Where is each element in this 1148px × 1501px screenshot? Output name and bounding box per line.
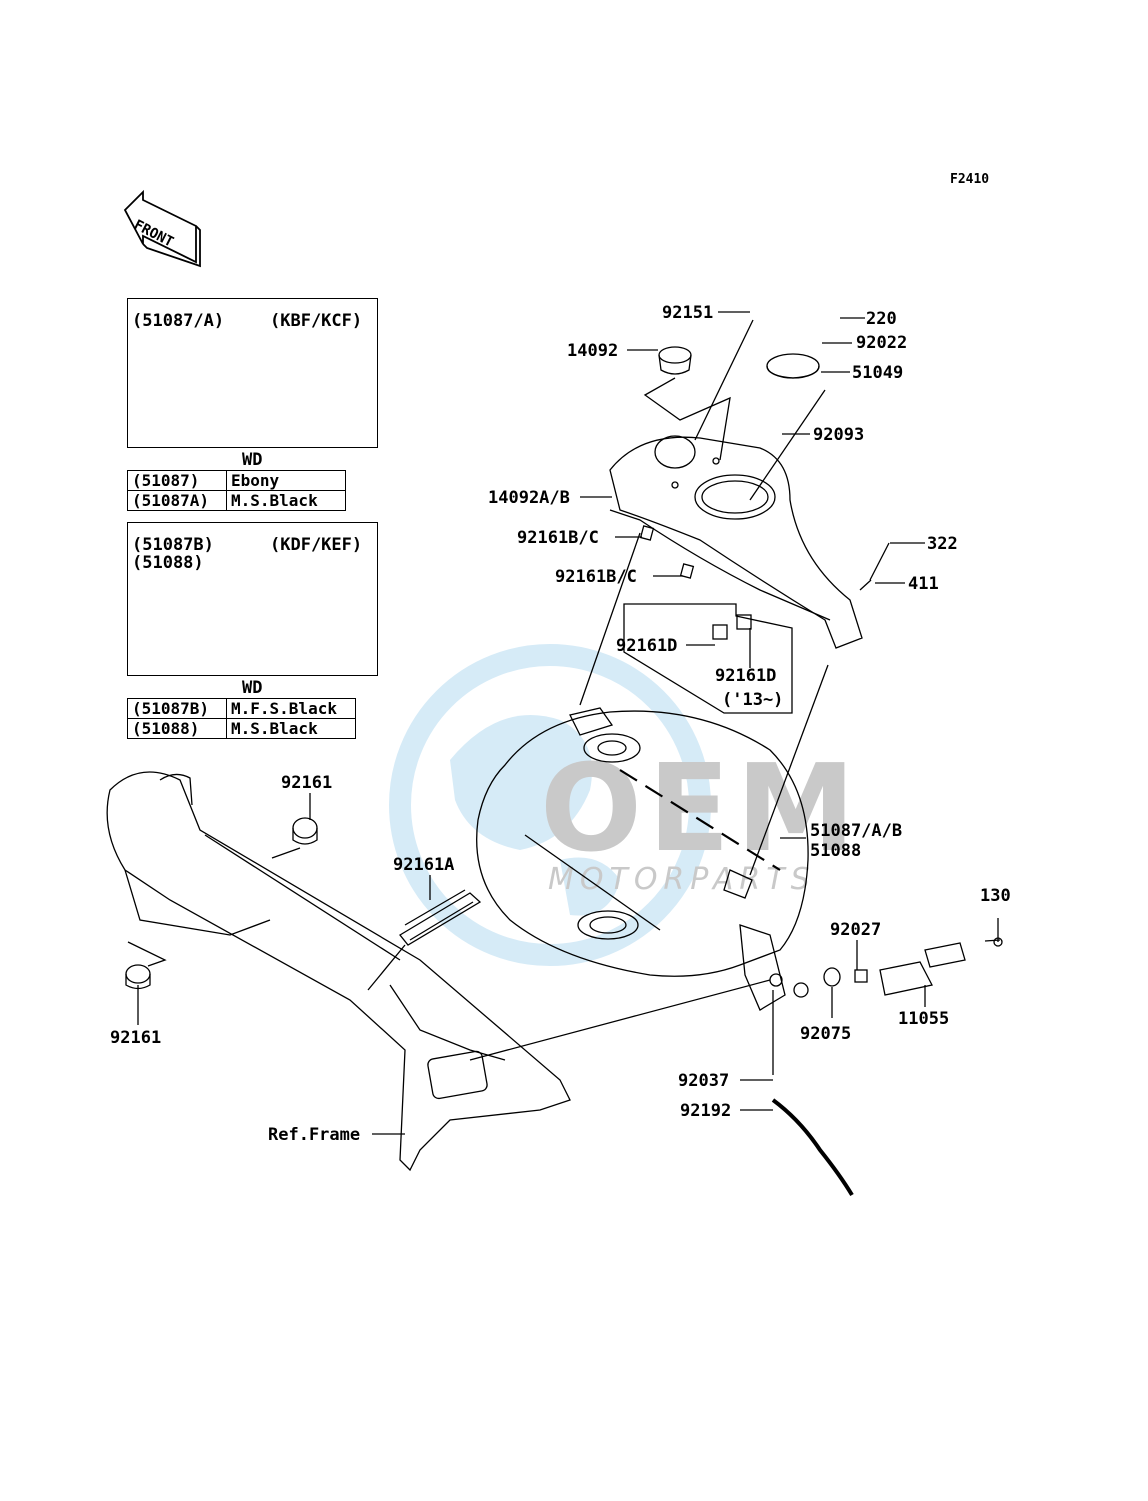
part-label: 92161D [616, 636, 678, 656]
part-label: 92161 [110, 1028, 162, 1048]
part-label: 11055 [898, 1009, 950, 1029]
color-name: M.S.Black [226, 490, 346, 511]
part-label: 92161D [715, 666, 777, 686]
part-label: 51049 [852, 363, 904, 383]
figure-code: F2410 [950, 172, 990, 187]
variant-a-models: (KBF/KCF) [270, 311, 363, 331]
color-name: Ebony [226, 470, 346, 491]
part-label: 92192 [680, 1101, 732, 1121]
part-label: 14092A/B [488, 488, 570, 508]
part-label: 411 [908, 574, 939, 594]
color-code: (51087) [127, 470, 227, 491]
color-code: (51087A) [127, 490, 227, 511]
table-row: (51087A) M.S.Black [127, 490, 346, 511]
part-label: 51088 [810, 841, 862, 861]
part-label: 92037 [678, 1071, 730, 1091]
part-label: 322 [927, 534, 958, 554]
variant-a-codes: (51087/A) [132, 311, 225, 331]
table-row: (51087) Ebony [127, 470, 346, 491]
part-label: 92161 [281, 773, 333, 793]
part-label: 92161B/C [517, 528, 599, 548]
variant-b-codes-1: (51087B) [132, 535, 214, 555]
table-row: (51088) M.S.Black [127, 718, 356, 739]
part-label: 130 [980, 886, 1011, 906]
variant-a-box: (51087/A) (KBF/KCF) [127, 298, 378, 448]
ref-frame-label: Ref.Frame [268, 1125, 361, 1145]
watermark-sub: MOTORPARTS [548, 862, 816, 897]
variant-b-models: (KDF/KEF) [270, 535, 363, 555]
part-label: 220 [866, 309, 897, 329]
part-label: 92161A [393, 855, 455, 875]
color-code: (51087B) [127, 698, 227, 719]
variant-b-color-table: (51087B) M.F.S.Black (51088) M.S.Black [127, 698, 356, 739]
variant-b-box: (51087B) (KDF/KEF) (51088) [127, 522, 378, 676]
variant-b-codes-2: (51088) [132, 553, 204, 573]
part-label: 14092 [567, 341, 619, 361]
part-label: 92027 [830, 920, 882, 940]
table-row: (51087B) M.F.S.Black [127, 698, 356, 719]
color-name: M.S.Black [226, 718, 356, 739]
part-label: 92161B/C [555, 567, 637, 587]
part-label: ('13~) [722, 690, 784, 710]
part-label: 92151 [662, 303, 714, 323]
variant-a-color-table: (51087) Ebony (51087A) M.S.Black [127, 470, 346, 511]
part-label: 92093 [813, 425, 865, 445]
front-arrow-icon [123, 189, 201, 268]
part-label: 92075 [800, 1024, 852, 1044]
variant-a-wd: WD [242, 450, 263, 470]
color-name: M.F.S.Black [226, 698, 356, 719]
part-label: 92022 [856, 333, 908, 353]
part-label: 51087/A/B [810, 821, 903, 841]
color-code: (51088) [127, 718, 227, 739]
variant-b-wd: WD [242, 678, 263, 698]
